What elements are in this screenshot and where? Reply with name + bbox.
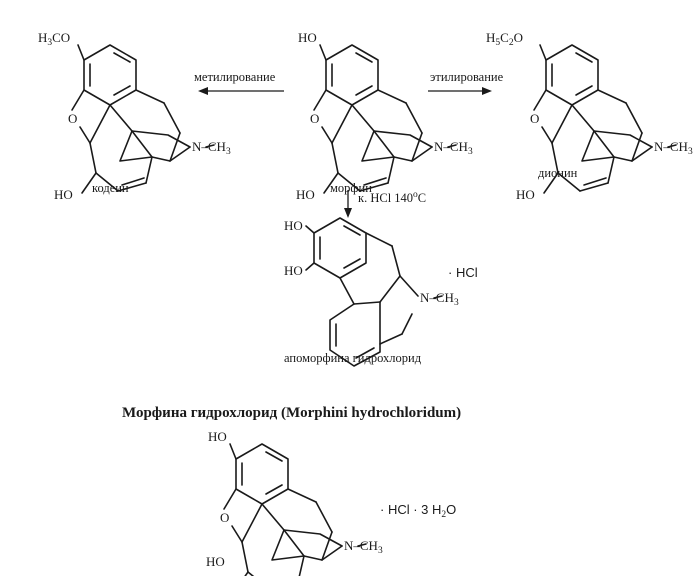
morphine-hcl-amine: N–CH3 xyxy=(344,538,383,556)
methylation-label: метилирование xyxy=(194,70,276,84)
dionine-name: дионин xyxy=(538,166,578,180)
apomorphine-amine: N–CH3 xyxy=(420,290,459,308)
apomorphine-hydroxyl-2: HO xyxy=(284,263,303,278)
morphine-phenol: HO xyxy=(298,30,317,45)
morphine-oxygen: O xyxy=(310,111,319,126)
apomorphine-salt: · HCl xyxy=(448,265,478,280)
morphine-amine: N–CH3 xyxy=(434,139,473,157)
ethylation-arrow xyxy=(428,87,492,95)
morphine-hydroxyl: HO xyxy=(296,187,315,202)
dionine-structure: H5C2O O HO N–CH3 xyxy=(486,30,693,202)
methylation-arrow xyxy=(198,87,284,95)
dionine-oxygen: O xyxy=(530,111,539,126)
section-title: Морфина гидрохлорид (Morphini hydrochlor… xyxy=(122,405,461,421)
morphine-hcl-salt: · HCl · 3 H2O xyxy=(380,502,456,520)
dionine-amine: N–CH3 xyxy=(654,139,693,157)
codeine-structure: H3CO O HO N–CH3 xyxy=(38,30,231,202)
apomorphine-structure: HO HO N–CH3 xyxy=(284,217,459,367)
ethylation-label: этилирование xyxy=(430,70,504,84)
apomorphine-hydroxyl-1: HO xyxy=(284,218,303,233)
dionine-hydroxyl: HO xyxy=(516,187,535,202)
morphine-name: морфин xyxy=(330,181,372,195)
conditions-label: к. HCl 140oC xyxy=(358,190,426,205)
morphine-hcl-structure: HO O HO N–CH3 xyxy=(206,429,383,576)
morphine-hcl-hydroxyl: HO xyxy=(206,554,225,569)
codeine-hydroxyl: HO xyxy=(54,187,73,202)
morphine-structure: HO O HO N–CH3 xyxy=(296,30,473,202)
codeine-substituent: H3CO xyxy=(38,30,70,48)
morphine-hcl-phenol: HO xyxy=(208,429,227,444)
morphine-hcl-oxygen: O xyxy=(220,510,229,525)
codeine-amine: N–CH3 xyxy=(192,139,231,157)
codeine-oxygen: O xyxy=(68,111,77,126)
codeine-name: кодеин xyxy=(92,181,129,195)
apomorphine-name: апоморфина гидрохлорид xyxy=(284,351,422,365)
dionine-substituent: H5C2O xyxy=(486,30,523,48)
conditions-arrow xyxy=(344,190,352,218)
